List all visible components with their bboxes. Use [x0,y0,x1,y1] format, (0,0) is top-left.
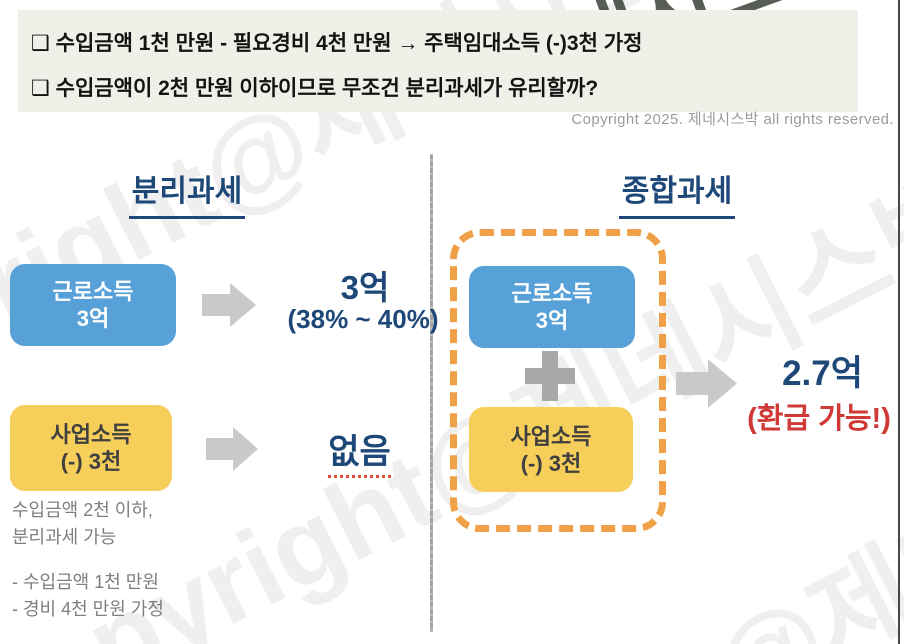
window-right-border [898,0,900,644]
earned-income-amount: 3억 [76,306,110,331]
note-assumptions-line1: - 수입금액 1천 만원 [12,572,159,592]
right-earned-income-box: 근로소득 3억 [469,266,635,348]
plus-icon [525,351,575,401]
header-bullet-1-text: 수입금액 1천 만원 - 필요경비 4천 만원 → 주택임대소득 (-)3천 가… [55,32,643,55]
note-eligibility-line2: 분리과세 가능 [12,527,117,547]
business-income-label: 사업소득 [510,423,592,449]
right-panel-title: 종합과세 [592,166,762,219]
header-bullet-2: ❑ 수입금액이 2천 만원 이하이므로 무조건 분리과세가 유리할까? [31,66,858,111]
left-business-income-box: 사업소득 (-) 3천 [10,405,172,491]
vertical-divider [430,154,433,632]
business-income-amount: (-) 3천 [60,449,122,474]
header-note-box: ❑ 수입금액 1천 만원 - 필요경비 4천 만원 → 주택임대소득 (-)3천… [18,10,858,112]
header-bullet-1: ❑ 수입금액 1천 만원 - 필요경비 4천 만원 → 주택임대소득 (-)3천… [31,21,858,66]
right-combined-result: 2.7억 [782,354,863,393]
note-eligibility: 수입금액 2천 이하, 분리과세 가능 [12,497,153,551]
copyright-text: Copyright 2025. 제네시스박 all rights reserve… [571,111,894,128]
left-earned-result-rate: (38% ~ 40%) [287,304,439,334]
earned-income-label: 근로소득 [511,281,593,306]
left-earned-income-box: 근로소득 3억 [10,264,176,346]
right-refund-note: (환급 가능!) [747,403,891,435]
right-business-income-box: 사업소득 (-) 3천 [469,407,633,492]
left-earned-result: 3억 [340,269,390,306]
left-business-result: 없음 [297,424,422,478]
note-assumptions: - 수입금액 1천 만원 - 경비 4천 만원 가정 [12,569,164,623]
business-income-label: 사업소득 [50,422,132,447]
note-eligibility-line1: 수입금액 2천 이하, [12,500,153,520]
square-bullet-icon: ❑ [31,32,50,55]
square-bullet-icon: ❑ [31,77,50,100]
arrow-right-icon [676,359,737,408]
earned-income-label: 근로소득 [52,279,134,304]
arrow-right-icon [206,427,258,471]
left-panel-title: 분리과세 [102,166,272,219]
header-bullet-2-text: 수입금액이 2천 만원 이하이므로 무조건 분리과세가 유리할까? [55,77,599,100]
note-assumptions-line2: - 경비 4천 만원 가정 [12,599,164,619]
arrow-right-icon [202,283,256,327]
earned-income-amount: 3억 [535,308,569,333]
business-income-amount: (-) 3천 [520,450,582,476]
combined-income-dashed-outline [450,229,666,532]
